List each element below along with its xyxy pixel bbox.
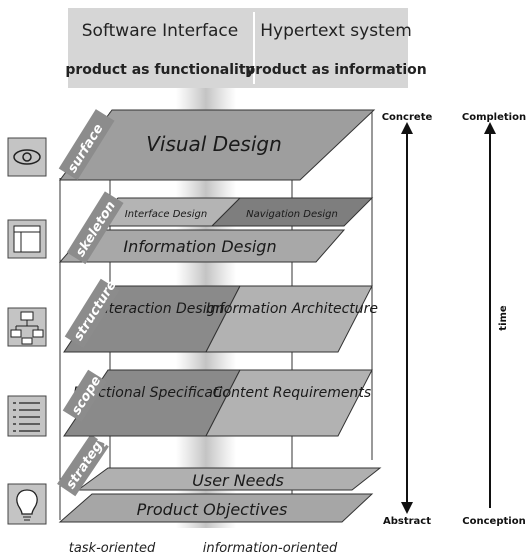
plane-visual-design-label: Visual Design <box>146 132 282 156</box>
plane-product-objectives-label: Product Objectives <box>137 500 288 519</box>
axis-concrete-label: Concrete <box>382 112 433 123</box>
footer: task-oriented information-oriented <box>69 541 338 556</box>
plane-information-design-label: Information Design <box>123 237 276 256</box>
header-right-subtitle: product as information <box>245 62 427 78</box>
plane-information-architecture <box>205 285 373 353</box>
time-axis: Completion Conception time <box>462 112 526 527</box>
layer-structure: Interaction Design Information Architect… <box>63 278 378 353</box>
sitemap-icon <box>7 307 47 347</box>
plane-navigation-design <box>210 197 374 227</box>
layer-surface-tab <box>58 109 115 181</box>
header-band <box>68 8 408 88</box>
layer-scope: Functional Specifications Content Requir… <box>62 369 373 437</box>
layer-strategy: User Needs Product Objectives strategy <box>57 432 382 523</box>
plane-content-requirements <box>205 369 373 437</box>
plane-information-architecture-label: Information Architecture <box>206 301 378 317</box>
layer-structure-tab <box>64 278 120 349</box>
layer-scope-tab <box>62 369 107 423</box>
icon-column <box>7 137 47 525</box>
lightbulb-icon <box>7 483 47 525</box>
plane-user-needs-label: User Needs <box>192 471 284 490</box>
axis-conception-label: Conception <box>462 516 525 527</box>
header-left-title: Software Interface <box>82 21 238 41</box>
plane-product-objectives <box>58 493 374 523</box>
plane-functional-specifications-label: Functional Specifications <box>73 385 247 401</box>
plane-interaction-design-label: Interaction Design <box>96 301 225 317</box>
layer-skeleton-tab <box>66 191 124 265</box>
header-right-title: Hypertext system <box>260 21 412 41</box>
plane-content-requirements-label: Content Requirements <box>213 385 371 401</box>
time-label-bg <box>495 304 509 332</box>
layer-skeleton: Interface Design Navigation Design Infor… <box>58 191 374 265</box>
axis-time-label: time <box>498 305 509 331</box>
footer-task-oriented: task-oriented <box>69 541 156 556</box>
plane-navigation-design-label: Navigation Design <box>246 209 338 220</box>
layer-strategy-tab <box>57 434 109 497</box>
footer-information-oriented: information-oriented <box>203 541 338 556</box>
axis-abstract-label: Abstract <box>383 516 431 527</box>
abstraction-axis: Concrete Abstract <box>382 112 433 527</box>
plane-interface-design-label: Interface Design <box>125 209 207 220</box>
eye-icon <box>7 137 47 177</box>
list-icon <box>7 395 47 437</box>
layer-surface: Visual Design surface <box>58 109 376 181</box>
header: Software Interface Hypertext system prod… <box>65 8 427 88</box>
plane-user-needs <box>76 467 382 491</box>
header-left-subtitle: product as functionality <box>65 62 254 78</box>
wireframe-icon <box>7 219 47 259</box>
axis-completion-label: Completion <box>462 112 526 123</box>
